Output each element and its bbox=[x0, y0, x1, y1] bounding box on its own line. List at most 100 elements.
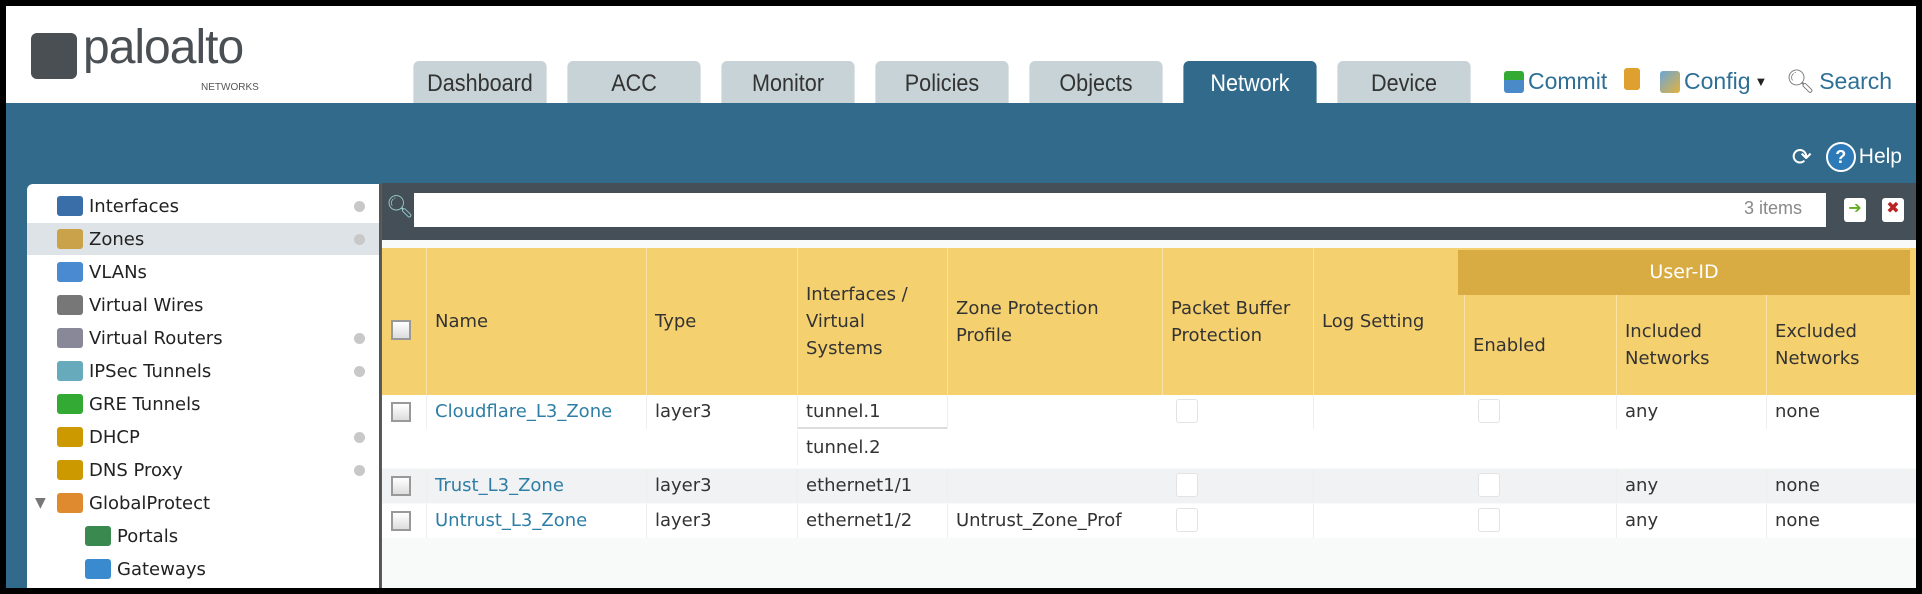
select-all-checkbox[interactable] bbox=[391, 320, 411, 340]
user-id-enabled-checkbox bbox=[1478, 399, 1500, 423]
column-header-zone-protection-profile[interactable]: Zone Protection Profile bbox=[947, 248, 1162, 395]
item-count: 3 items bbox=[1744, 198, 1803, 218]
zone-type-cell: layer3 bbox=[646, 395, 797, 429]
user-id-enabled-checkbox bbox=[1478, 473, 1500, 497]
status-dot-icon bbox=[354, 332, 365, 344]
sidebar-item-virtual-wires[interactable]: Virtual Wires bbox=[27, 289, 379, 321]
commit-icon bbox=[1504, 70, 1524, 93]
column-header-interfaces-virtual-systems[interactable]: Interfaces / Virtual Systems bbox=[797, 248, 947, 395]
column-header-label: Excluded Networks bbox=[1775, 321, 1860, 369]
sidebar-item-globalprotect[interactable]: ▼GlobalProtect bbox=[27, 487, 379, 519]
column-header-type[interactable]: Type bbox=[646, 248, 797, 395]
sidebar-item-vlans[interactable]: VLANs bbox=[27, 256, 379, 288]
status-dot-icon bbox=[354, 431, 365, 443]
column-header-label: Interfaces / Virtual Systems bbox=[806, 284, 908, 359]
globalprotect-icon bbox=[57, 493, 83, 513]
config-label: Config bbox=[1684, 68, 1751, 94]
user-id-enabled-checkbox bbox=[1478, 508, 1500, 532]
tab-objects[interactable]: Objects bbox=[1029, 61, 1163, 103]
config-icon bbox=[1660, 70, 1680, 93]
tab-monitor[interactable]: Monitor bbox=[721, 61, 855, 103]
sidebar-item-label: IPSec Tunnels bbox=[89, 360, 212, 382]
sidebar-item-gateways[interactable]: Gateways bbox=[27, 553, 379, 585]
sidebar-item-virtual-routers[interactable]: Virtual Routers bbox=[27, 322, 379, 354]
sidebar-item-dhcp[interactable]: DHCP bbox=[27, 421, 379, 453]
logo-text: paloalto bbox=[83, 21, 244, 74]
sidebar-item-label: Gateways bbox=[117, 558, 206, 580]
dropdown-caret-icon: ▼ bbox=[1754, 74, 1768, 89]
excluded-networks-cell: none bbox=[1766, 469, 1916, 503]
sidebar-item-interfaces[interactable]: Interfaces bbox=[27, 190, 379, 222]
tab-acc[interactable]: ACC bbox=[567, 61, 701, 103]
row-checkbox[interactable] bbox=[391, 402, 411, 422]
sidebar-item-gre-tunnels[interactable]: GRE Tunnels bbox=[27, 388, 379, 420]
sidebar-item-ipsec-tunnels[interactable]: IPSec Tunnels bbox=[27, 355, 379, 387]
commit-button[interactable]: Commit bbox=[1504, 68, 1607, 95]
sidebar-item-label: GRE Tunnels bbox=[89, 393, 201, 415]
row-checkbox[interactable] bbox=[391, 476, 411, 496]
status-dot-icon bbox=[354, 233, 365, 245]
zone-name-link[interactable]: Untrust_L3_Zone bbox=[426, 504, 646, 538]
log-setting-cell bbox=[1313, 469, 1464, 503]
included-networks-cell: any bbox=[1616, 504, 1766, 538]
tab-network[interactable]: Network bbox=[1183, 61, 1317, 103]
interface-cell: tunnel.2 bbox=[797, 431, 947, 465]
packet-buffer-checkbox bbox=[1176, 473, 1198, 497]
help-button[interactable]: ?Help bbox=[1825, 142, 1902, 172]
column-header-log-setting[interactable]: Log Setting bbox=[1313, 248, 1464, 395]
sidebar-item-zones[interactable]: Zones bbox=[27, 223, 379, 255]
sidebar-item-label: DNS Proxy bbox=[89, 459, 183, 481]
interface-cell: tunnel.1 bbox=[797, 395, 947, 429]
apply-filter-button[interactable]: ➔ bbox=[1844, 198, 1866, 222]
interface-cell: ethernet1/2 bbox=[797, 504, 947, 538]
sidebar-item-portals[interactable]: Portals bbox=[27, 520, 379, 552]
column-header-included-networks[interactable]: Included Networks bbox=[1616, 295, 1766, 395]
tab-device[interactable]: Device bbox=[1337, 61, 1471, 103]
user-id-group-header: User-ID bbox=[1458, 250, 1910, 295]
included-networks-cell: any bbox=[1616, 395, 1766, 429]
clear-filter-button[interactable]: ✖ bbox=[1882, 198, 1904, 222]
column-header-label: Included Networks bbox=[1625, 321, 1710, 369]
sidebar-item-label: Portals bbox=[117, 525, 179, 547]
zone-protection-cell bbox=[947, 395, 1162, 429]
column-header-name[interactable]: Name bbox=[426, 248, 646, 395]
sidebar-item-label: Virtual Wires bbox=[89, 294, 204, 316]
search-icon: 🔍︎ bbox=[386, 195, 414, 220]
ipsec-tunnels-icon bbox=[57, 361, 83, 381]
virtual-routers-icon bbox=[57, 328, 83, 348]
config-button[interactable]: Config▼ bbox=[1660, 68, 1767, 95]
lock-button[interactable] bbox=[1624, 68, 1640, 90]
tab-dashboard[interactable]: Dashboard bbox=[413, 61, 547, 103]
search-button[interactable]: 🔍︎Search bbox=[1786, 68, 1892, 95]
column-header-excluded-networks[interactable]: Excluded Networks bbox=[1766, 295, 1916, 395]
portals-icon bbox=[85, 526, 111, 546]
column-header-label: Packet Buffer Protection bbox=[1171, 297, 1291, 346]
zone-type-cell: layer3 bbox=[646, 504, 797, 538]
gateways-icon bbox=[85, 559, 111, 579]
filter-input[interactable] bbox=[414, 193, 1826, 227]
gre-tunnels-icon bbox=[57, 394, 83, 414]
column-header-label: Name bbox=[435, 311, 489, 332]
sidebar-item-dns-proxy[interactable]: DNS Proxy bbox=[27, 454, 379, 486]
expand-triangle-icon[interactable]: ▼ bbox=[35, 495, 46, 511]
zone-name-link[interactable]: Trust_L3_Zone bbox=[426, 469, 646, 503]
zones-icon bbox=[57, 229, 83, 249]
tab-policies[interactable]: Policies bbox=[875, 61, 1009, 103]
vlans-icon bbox=[57, 262, 83, 282]
commit-label: Commit bbox=[1528, 68, 1608, 94]
virtual-wires-icon bbox=[57, 295, 83, 315]
zone-name-link[interactable]: Cloudflare_L3_Zone bbox=[426, 395, 646, 429]
column-header-enabled[interactable]: Enabled bbox=[1464, 295, 1616, 395]
dhcp-icon bbox=[57, 427, 83, 447]
row-checkbox[interactable] bbox=[391, 511, 411, 531]
packet-buffer-checkbox bbox=[1176, 508, 1198, 532]
refresh-icon[interactable]: ⟳ bbox=[1791, 143, 1812, 171]
column-header-packet-buffer-protection[interactable]: Packet Buffer Protection bbox=[1162, 248, 1313, 395]
